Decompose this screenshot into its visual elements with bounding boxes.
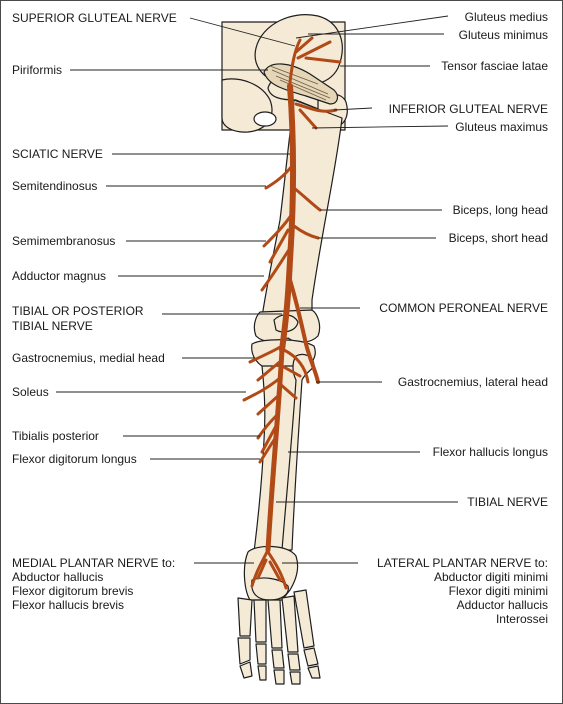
leader-lines — [56, 15, 458, 564]
label-gluteus-minimus: Gluteus minimus — [458, 28, 548, 42]
nerve-tree — [242, 36, 342, 590]
label-tensor-fasciae-latae: Tensor fasciae latae — [441, 59, 548, 73]
medial-plantar-item: Abductor hallucis — [12, 570, 104, 584]
medial-plantar-block: MEDIAL PLANTAR NERVE to: Abductor halluc… — [12, 556, 175, 612]
metatarsals — [237, 589, 315, 653]
lateral-plantar-title: LATERAL PLANTAR NERVE to: — [377, 556, 548, 570]
skeleton — [221, 14, 348, 685]
label-piriformis: Piriformis — [12, 63, 62, 77]
label-flexor-digitorum-longus: Flexor digitorum longus — [12, 452, 137, 466]
label-gluteus-maximus: Gluteus maximus — [455, 120, 548, 134]
label-inferior-gluteal-nerve: INFERIOR GLUTEAL NERVE — [388, 102, 548, 116]
label-superior-gluteal-nerve: SUPERIOR GLUTEAL NERVE — [12, 11, 177, 25]
label-sciatic-nerve: SCIATIC NERVE — [12, 147, 103, 161]
semimembranosus-branch — [262, 212, 294, 264]
common-peroneal-nerve — [288, 278, 320, 384]
label-semimembranosus: Semimembranosus — [12, 234, 116, 248]
leader-inferior-gluteal — [333, 107, 373, 111]
plantar-branches — [250, 548, 288, 590]
label-tibial-nerve: TIBIAL NERVE — [467, 495, 548, 509]
label-tibial-nerve-line2: TIBIAL NERVE — [12, 319, 93, 333]
label-biceps-long-head: Biceps, long head — [452, 203, 548, 217]
lateral-plantar-item: Interossei — [495, 612, 548, 626]
label-semitendinosus: Semitendinosus — [12, 179, 98, 193]
semitendinosus-branch — [264, 164, 294, 190]
biceps-long-branch — [292, 186, 322, 212]
medial-plantar-title: MEDIAL PLANTAR NERVE to: — [12, 556, 176, 570]
piriformis-muscle — [263, 63, 339, 105]
label-tibial-or-posterior: TIBIAL OR POSTERIOR — [12, 304, 144, 318]
inferior-gluteal-branch — [294, 102, 338, 130]
adductor-branch — [260, 246, 292, 292]
tibial-nerve-trunk — [265, 347, 285, 553]
label-gastrocnemius-medial: Gastrocnemius, medial head — [12, 351, 165, 365]
label-gastrocnemius-lateral: Gastrocnemius, lateral head — [397, 375, 548, 389]
label-soleus: Soleus — [12, 385, 49, 399]
phalanges — [237, 637, 321, 685]
label-flexor-hallucis-longus: Flexor hallucis longus — [432, 445, 548, 459]
piriformis-fibers — [269, 65, 331, 101]
gastrocnemius-branches — [248, 344, 310, 384]
leader-gluteus-maximus — [311, 125, 449, 129]
lateral-plantar-item: Abductor digiti minimi — [433, 570, 548, 584]
lateral-plantar-item: Adductor hallucis — [456, 598, 548, 612]
obturator-foramen — [253, 111, 277, 127]
femur-shaft — [261, 99, 343, 319]
lateral-plantar-item: Flexor digiti minimi — [448, 584, 548, 598]
label-biceps-short-head: Biceps, short head — [448, 231, 548, 245]
medial-plantar-item: Flexor hallucis brevis — [12, 598, 125, 612]
medial-plantar-item: Flexor digitorum brevis — [12, 584, 134, 598]
calcaneus — [251, 577, 289, 601]
superior-gluteal-branch — [288, 36, 342, 84]
lateral-plantar-block: LATERAL PLANTAR NERVE to: Abductor digit… — [377, 556, 548, 626]
soleus-branches — [242, 376, 298, 416]
label-gluteus-medius: Gluteus medius — [464, 10, 548, 24]
label-adductor-magnus: Adductor magnus — [12, 269, 107, 283]
label-tibialis-posterior: Tibialis posterior — [12, 429, 99, 443]
label-common-peroneal-nerve: COMMON PERONEAL NERVE — [379, 301, 548, 315]
leader-superior-gluteal — [189, 17, 296, 47]
biceps-short-branch — [292, 224, 320, 240]
